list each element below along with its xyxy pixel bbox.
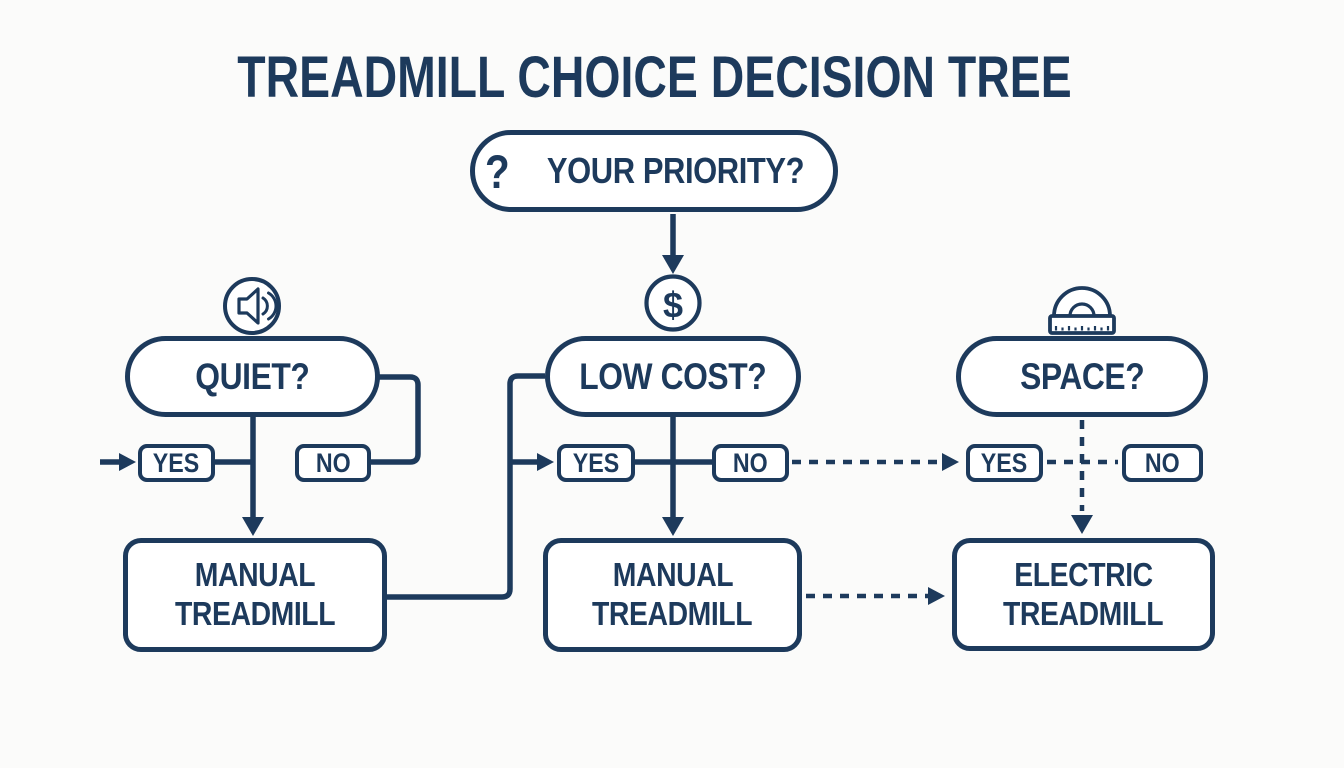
result-box-manual-left: MANUAL TREADMILL xyxy=(123,538,387,652)
page-title-text: TREADMILL CHOICE DECISION TREE xyxy=(236,45,1072,110)
question-pill-quiet: QUIET? xyxy=(125,336,380,417)
yes-label-low-cost: YES xyxy=(572,447,620,478)
no-label-space: NO xyxy=(1145,447,1180,478)
arrowhead-electric-left xyxy=(928,587,945,605)
arrowhead-quiet-result xyxy=(242,517,264,536)
yes-label-space: YES xyxy=(981,447,1028,478)
arrowhead-space-yes xyxy=(942,453,959,471)
yes-box-quiet: YES xyxy=(138,444,215,482)
arrowhead-incoming-yes xyxy=(119,453,136,471)
speaker-icon xyxy=(223,277,281,335)
arrowhead-electric-top xyxy=(1071,515,1093,534)
dollar-icon: $ xyxy=(644,274,702,332)
no-box-space: NO xyxy=(1122,444,1203,482)
root-question-pill: ? YOUR PRIORITY? xyxy=(470,130,838,212)
connector-manual-to-lowcost xyxy=(387,373,545,600)
no-box-quiet: NO xyxy=(295,444,371,482)
result-line2: TREADMILL xyxy=(1003,594,1164,632)
question-label-quiet: QUIET? xyxy=(195,355,310,397)
result-line1: MANUAL xyxy=(612,556,733,594)
dollar-glyph: $ xyxy=(663,285,683,326)
no-label-quiet: NO xyxy=(315,447,351,478)
page-title: TREADMILL CHOICE DECISION TREE xyxy=(0,44,1308,111)
yes-box-space: YES xyxy=(966,444,1043,482)
root-question-label: YOUR PRIORITY? xyxy=(546,150,805,191)
no-box-low-cost: NO xyxy=(712,444,789,482)
arrowhead-root xyxy=(662,255,684,274)
result-box-manual-middle: MANUAL TREADMILL xyxy=(543,538,802,652)
result-line1: MANUAL xyxy=(194,556,316,594)
question-mark-prefix: ? xyxy=(485,144,510,198)
question-label-space: SPACE? xyxy=(1019,355,1145,397)
result-line2: TREADMILL xyxy=(174,595,336,632)
ruler-icon xyxy=(1048,286,1116,335)
connector-quiet-no xyxy=(371,374,421,465)
no-label-low-cost: NO xyxy=(733,447,768,478)
result-box-electric: ELECTRIC TREADMILL xyxy=(952,538,1215,651)
result-line2: TREADMILL xyxy=(592,595,753,632)
question-label-low-cost: LOW COST? xyxy=(579,355,767,397)
arrowhead-lowcost-yes xyxy=(537,453,554,471)
yes-label-quiet: YES xyxy=(153,447,200,478)
arrowhead-lowcost-result xyxy=(662,517,684,536)
question-pill-low-cost: LOW COST? xyxy=(545,336,801,417)
result-line1: ELECTRIC xyxy=(1014,555,1153,593)
question-pill-space: SPACE? xyxy=(956,336,1208,417)
yes-box-low-cost: YES xyxy=(557,444,635,482)
